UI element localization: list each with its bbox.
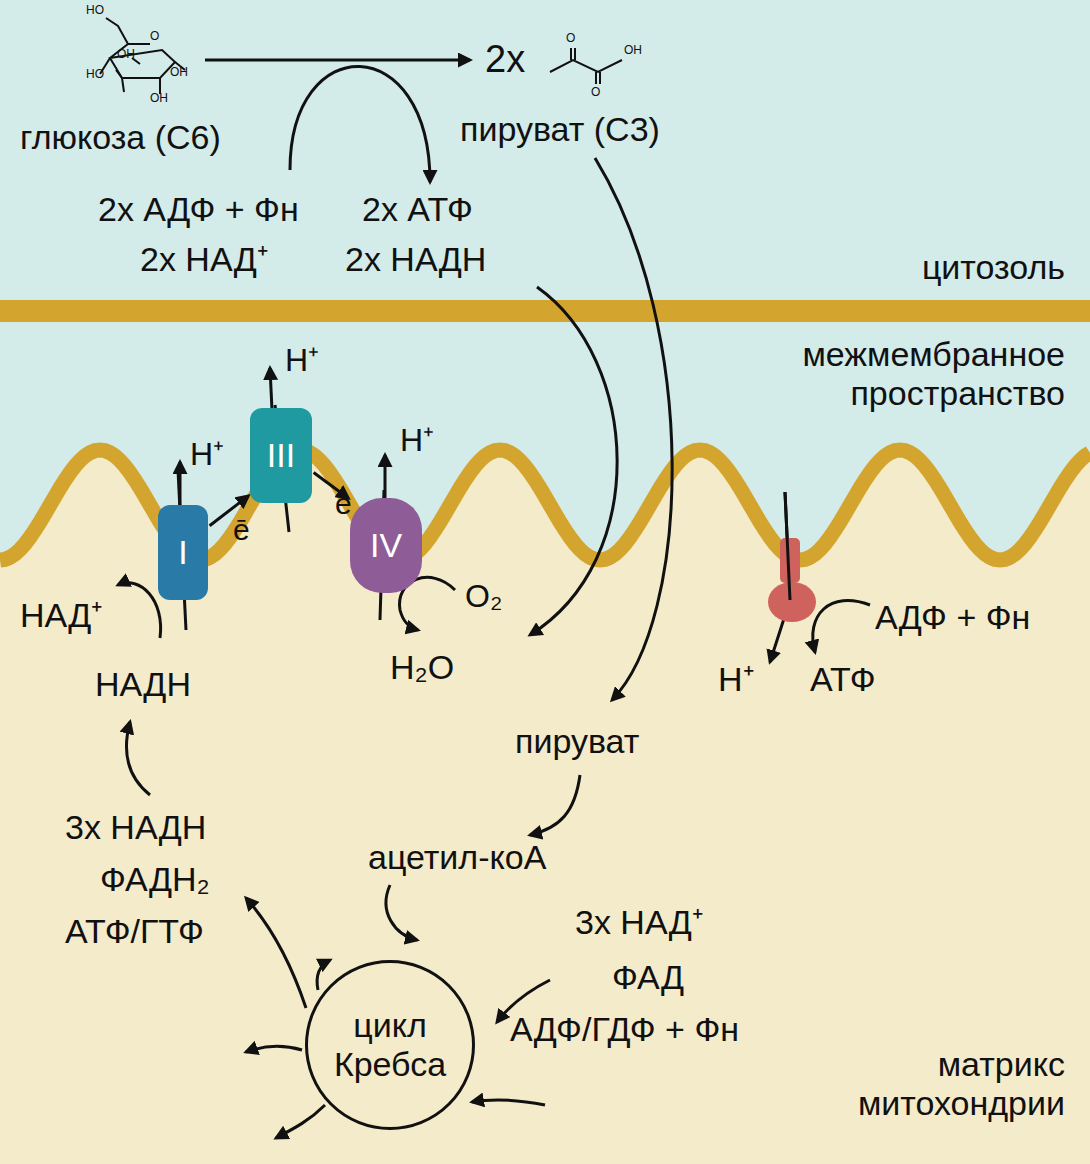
text-label: АТФ	[810, 660, 876, 699]
atom-label: O	[150, 30, 159, 44]
text-label: цитозоль	[922, 248, 1065, 287]
atom-label: OH	[170, 66, 188, 80]
atom-label: OH	[150, 92, 168, 106]
text-label: АДФ + Фн	[875, 598, 1030, 637]
text-label: АТФ/ГТФ	[65, 912, 204, 951]
text-label: 2х АДФ + Фн	[98, 190, 299, 229]
protein-complex: I	[158, 505, 208, 600]
text-label: НАДН	[95, 665, 191, 704]
text-label: межмембранное пространство	[802, 335, 1065, 413]
text-label: пируват (С3)	[460, 110, 660, 149]
text-label: матрикс митохондрии	[858, 1045, 1065, 1123]
text-label: АДФ/ГДФ + Фн	[510, 1010, 739, 1049]
text-label: 3х НАД⁺	[575, 903, 703, 942]
text-label: 2х АТФ	[362, 190, 473, 229]
atom-label: O	[591, 86, 600, 100]
electron-label: ē	[335, 487, 352, 522]
text-label: O₂	[465, 578, 502, 615]
pyruvate-molecule	[550, 48, 622, 84]
text-label: 2х	[485, 38, 525, 82]
atom-label: HO	[86, 4, 104, 18]
protein-complex: IV	[350, 498, 422, 593]
atom-label: O	[566, 32, 575, 46]
text-label: 2х НАДН	[345, 240, 486, 279]
atom-label: HO	[86, 68, 104, 82]
text-label: НАД⁺	[20, 596, 102, 635]
outer-membrane	[0, 300, 1090, 322]
text-label: ацетил-коА	[368, 838, 546, 877]
matrix-region	[0, 450, 1090, 1164]
cycle-circle: цикл Кребса	[305, 960, 475, 1130]
text-label: H⁺	[718, 660, 754, 699]
text-label: H⁺	[400, 422, 434, 459]
atom-label: OH	[117, 48, 135, 62]
electron-label: ē	[233, 513, 250, 548]
text-label: глюкоза (С6)	[20, 118, 221, 157]
text-label: H⁺	[285, 342, 319, 379]
text-label: H⁺	[190, 436, 224, 473]
cycle-name: цикл Кребса	[334, 1006, 446, 1084]
text-label: ФАД	[612, 958, 684, 997]
complex-number: I	[178, 533, 187, 572]
text-label: пируват	[515, 722, 639, 761]
text-label: H₂O	[390, 648, 454, 687]
complex-number: III	[267, 436, 295, 475]
atp-synthase	[768, 492, 816, 622]
text-label: 3х НАДН	[65, 808, 206, 847]
complex-number: IV	[370, 526, 402, 565]
atom-label: OH	[624, 44, 642, 58]
protein-complex: III	[250, 408, 312, 503]
text-label: 2х НАД⁺	[140, 240, 268, 279]
text-label: ФАДН₂	[100, 860, 210, 899]
glucose-molecule	[100, 18, 185, 94]
